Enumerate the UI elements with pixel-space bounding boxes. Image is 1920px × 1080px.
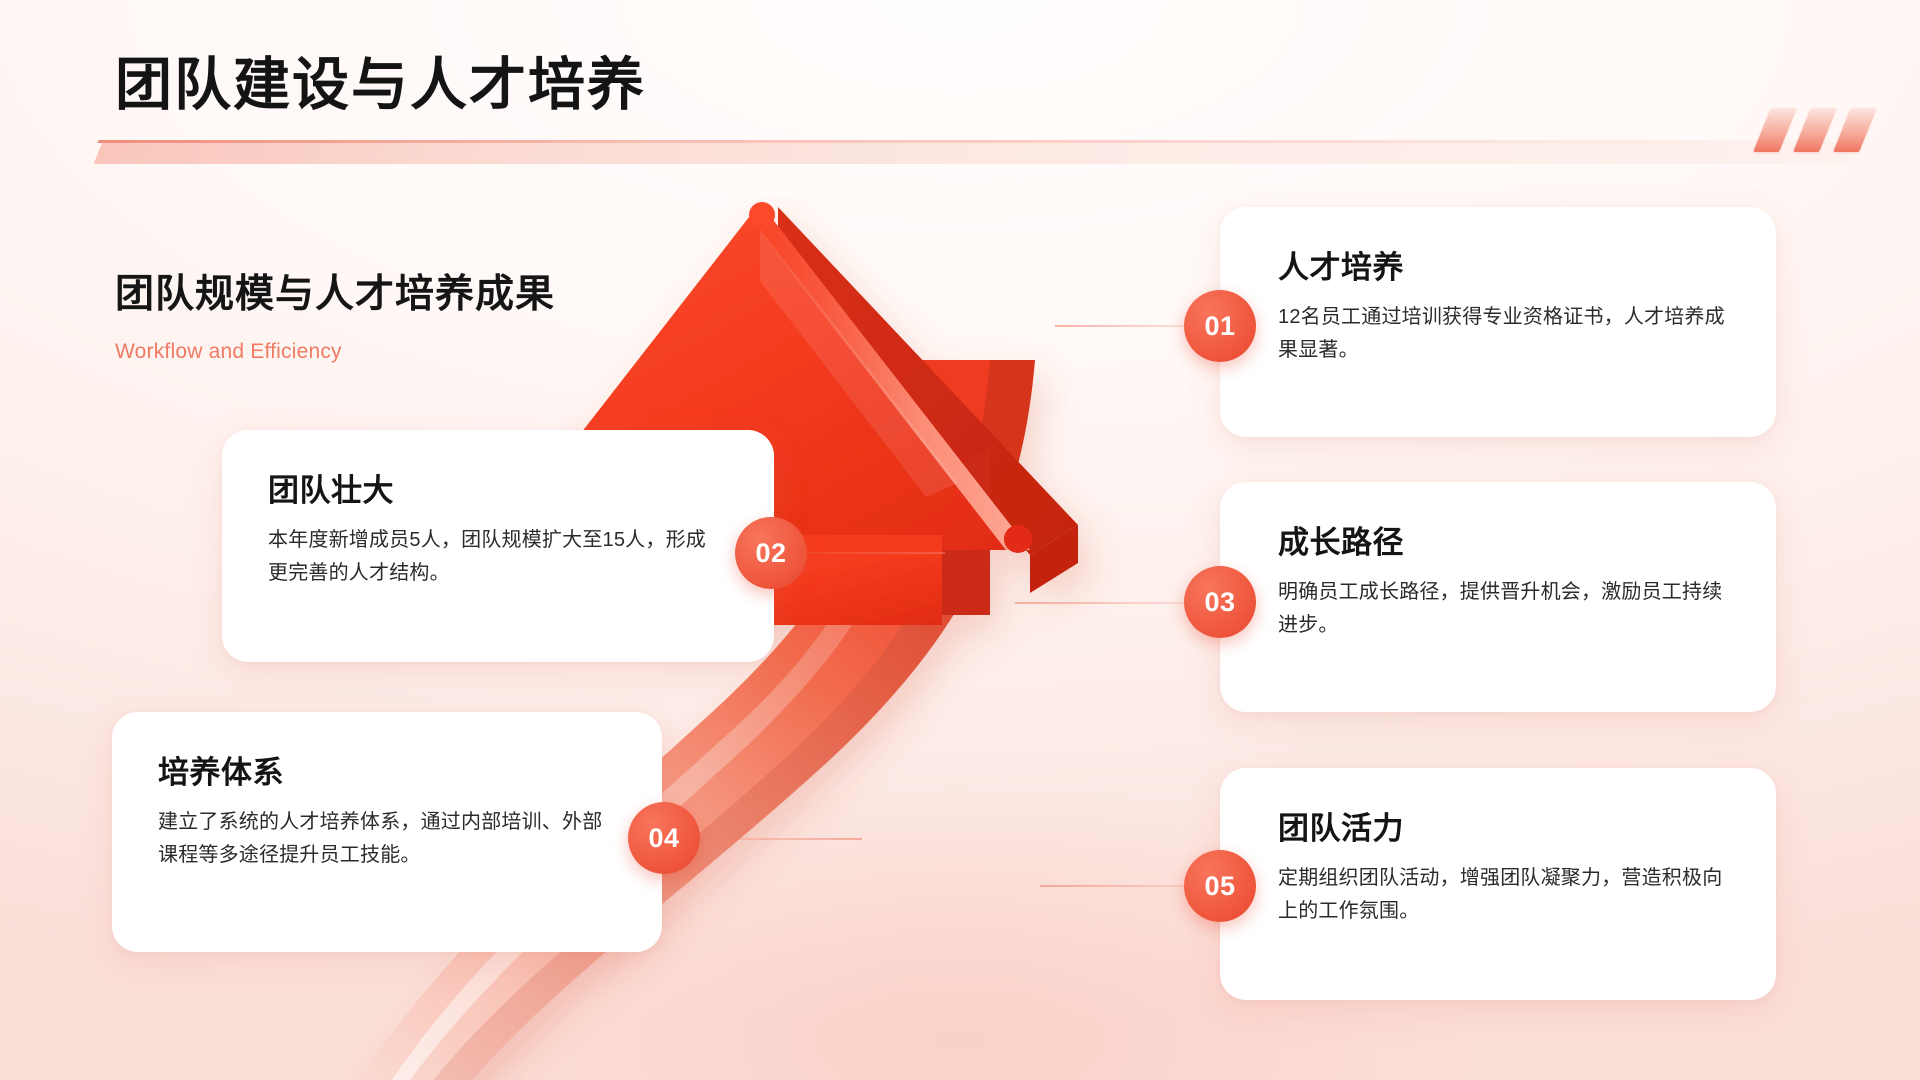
title-underline-bar xyxy=(93,142,1861,164)
info-card-05[interactable]: 团队活力 定期组织团队活动，增强团队凝聚力，营造积极向上的工作氛围。 xyxy=(1220,768,1776,1000)
badge-label: 01 xyxy=(1204,310,1236,341)
card-body: 定期组织团队活动，增强团队凝聚力，营造积极向上的工作氛围。 xyxy=(1278,867,1723,922)
card-title: 人才培养 xyxy=(1278,250,1404,285)
badge-05[interactable]: 05 xyxy=(1184,850,1256,922)
badge-label: 02 xyxy=(755,537,787,568)
badge-02[interactable]: 02 xyxy=(735,517,807,589)
diagonal-slash-icon xyxy=(1793,108,1837,152)
connector-line-04 xyxy=(672,838,862,840)
badge-label: 03 xyxy=(1204,586,1236,617)
badge-label: 04 xyxy=(648,822,680,853)
card-body: 建立了系统的人才培养体系，通过内部培训、外部课程等多途径提升员工技能。 xyxy=(158,811,603,866)
connector-line-02 xyxy=(770,552,945,554)
card-body: 明确员工成长路径，提供晋升机会，激励员工持续进步。 xyxy=(1278,581,1723,636)
badge-03[interactable]: 03 xyxy=(1184,566,1256,638)
info-card-03[interactable]: 成长路径 明确员工成长路径，提供晋升机会，激励员工持续进步。 xyxy=(1220,482,1776,712)
card-title: 成长路径 xyxy=(1278,525,1404,560)
card-body: 12名员工通过培训获得专业资格证书，人才培养成果显著。 xyxy=(1278,306,1725,361)
page-title: 团队建设与人才培养 xyxy=(115,53,646,117)
info-card-04[interactable]: 培养体系 建立了系统的人才培养体系，通过内部培训、外部课程等多途径提升员工技能。 xyxy=(112,712,662,952)
card-title: 团队壮大 xyxy=(268,473,394,508)
connector-line-05 xyxy=(1040,885,1220,887)
diagonal-slash-icon xyxy=(1753,108,1797,152)
diagonal-slash-icon xyxy=(1833,108,1877,152)
badge-label: 05 xyxy=(1204,870,1236,901)
info-card-01[interactable]: 人才培养 12名员工通过培训获得专业资格证书，人才培养成果显著。 xyxy=(1220,207,1776,437)
badge-01[interactable]: 01 xyxy=(1184,290,1256,362)
title-underline-accent xyxy=(97,140,1857,143)
connector-line-01 xyxy=(1055,325,1220,327)
card-title: 团队活力 xyxy=(1278,811,1404,846)
info-card-02[interactable]: 团队壮大 本年度新增成员5人，团队规模扩大至15人，形成更完善的人才结构。 xyxy=(222,430,774,662)
header-decor-slashes xyxy=(1753,108,1877,152)
card-title: 培养体系 xyxy=(158,755,284,790)
badge-04[interactable]: 04 xyxy=(628,802,700,874)
card-body: 本年度新增成员5人，团队规模扩大至15人，形成更完善的人才结构。 xyxy=(268,529,706,584)
intro-block: 团队规模与人才培养成果 Workflow and Efficiency xyxy=(115,272,755,364)
slide-header: 团队建设与人才培养 xyxy=(0,0,1920,190)
connector-line-03 xyxy=(1015,602,1215,604)
intro-heading: 团队规模与人才培养成果 xyxy=(115,273,556,316)
intro-subheading: Workflow and Efficiency xyxy=(115,339,342,363)
